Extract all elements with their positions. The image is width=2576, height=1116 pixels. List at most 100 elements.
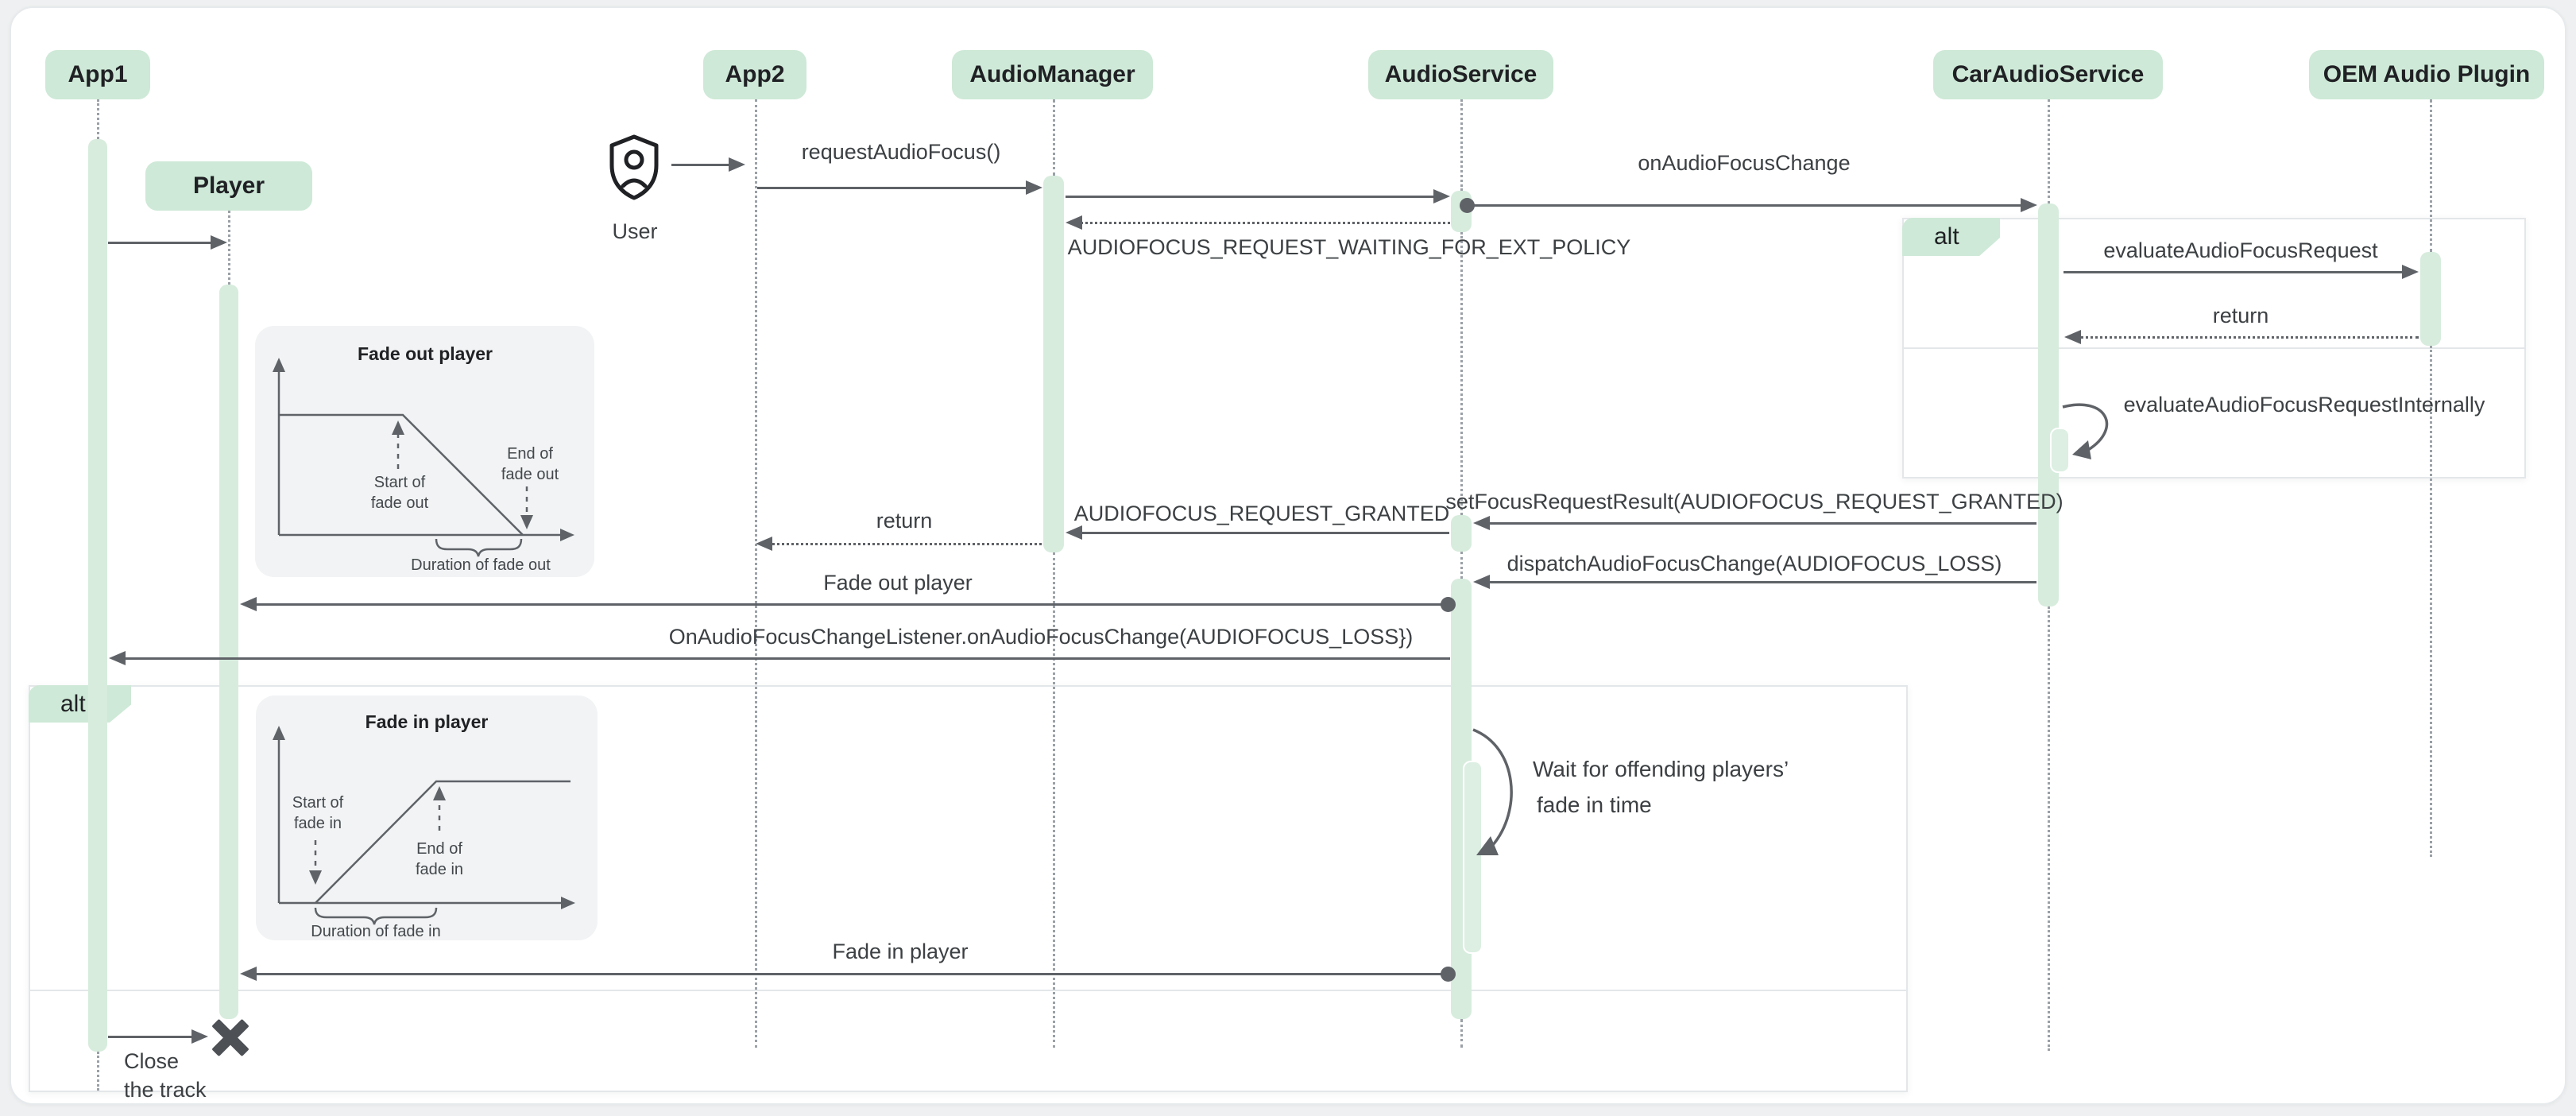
message-label: return bbox=[876, 509, 933, 533]
activation-bar bbox=[2050, 428, 2070, 473]
duration-of-fade-out-label: Duration of fade out bbox=[411, 556, 551, 574]
message-line bbox=[1467, 204, 2026, 207]
alt-divider bbox=[1904, 347, 2524, 349]
arrowhead-left-icon bbox=[1066, 215, 1082, 230]
fade-out-chart bbox=[273, 358, 574, 557]
activation-bar bbox=[219, 285, 238, 1019]
message-line bbox=[1484, 581, 2036, 583]
lifeline-caraudioservice bbox=[2047, 99, 2050, 203]
arrowhead-right-icon bbox=[729, 157, 745, 172]
lifeline-audiomanager bbox=[1052, 552, 1055, 1048]
message-line bbox=[108, 1036, 197, 1038]
message-line bbox=[120, 657, 1450, 660]
lifeline-audiomanager bbox=[1052, 99, 1055, 176]
activation-bar bbox=[1043, 176, 1064, 552]
user-actor bbox=[605, 134, 663, 202]
arrowhead-right-icon bbox=[191, 1029, 208, 1044]
self-call-evaluate-internally-arrow bbox=[2062, 403, 2109, 459]
message-label: AUDIOFOCUS_REQUEST_WAITING_FOR_EXT_POLIC… bbox=[1067, 235, 1631, 259]
message-line bbox=[251, 973, 1448, 975]
lifeline-app2 bbox=[754, 99, 757, 1048]
lifeline-oemaudioplugin bbox=[2429, 346, 2432, 857]
lifeline-app1 bbox=[96, 1052, 99, 1091]
message-label: evaluateAudioFocusRequest bbox=[2103, 238, 2378, 262]
lifeline-caraudioservice bbox=[2047, 606, 2050, 1051]
lifeline-audioservice bbox=[1460, 99, 1463, 191]
arrowhead-right-icon bbox=[211, 235, 227, 250]
arrowhead-right-icon bbox=[1433, 189, 1450, 203]
lifeline-audioservice bbox=[1460, 552, 1463, 579]
message-line bbox=[2064, 271, 2408, 273]
activation-bar bbox=[1451, 515, 1472, 552]
alt-divider bbox=[30, 990, 1906, 991]
message-label: Fade in player bbox=[832, 940, 969, 963]
message-origin-dot-icon bbox=[1460, 198, 1475, 213]
arrowhead-left-icon bbox=[2064, 330, 2081, 344]
participant-audioservice: AudioService bbox=[1368, 50, 1553, 99]
message-line bbox=[251, 603, 1448, 606]
message-line bbox=[1077, 532, 1449, 534]
inset-title: Fade in player bbox=[365, 711, 489, 732]
message-label: OnAudioFocusChangeListener.onAudioFocusC… bbox=[668, 625, 1414, 649]
message-label: setFocusRequestResult(AUDIOFOCUS_REQUEST… bbox=[1445, 490, 2064, 513]
user-shield-icon bbox=[609, 134, 659, 200]
fade-in-chart bbox=[273, 726, 575, 925]
lifeline-audioservice bbox=[1460, 1019, 1463, 1048]
message-label: dispatchAudioFocusChange(AUDIOFOCUS_LOSS… bbox=[1507, 552, 2002, 575]
message-line bbox=[2075, 336, 2419, 339]
text-label: User bbox=[612, 219, 658, 243]
self-call-wait-arrow bbox=[1472, 728, 1513, 855]
arrowhead-left-icon bbox=[109, 651, 126, 665]
activation-bar bbox=[2038, 203, 2059, 606]
arrowhead-left-icon bbox=[1473, 575, 1490, 589]
participant-oemaudioplugin: OEM Audio Plugin bbox=[2309, 50, 2544, 99]
text-label: Close bbox=[124, 1049, 180, 1073]
participant-app1: App1 bbox=[45, 50, 150, 99]
participant-audiomanager: AudioManager bbox=[952, 50, 1153, 99]
message-line bbox=[108, 242, 216, 244]
participant-player: Player bbox=[145, 161, 312, 211]
arrowhead-left-icon bbox=[756, 537, 772, 551]
lifeline-player bbox=[227, 211, 230, 285]
alt-label: alt bbox=[29, 685, 131, 723]
message-line bbox=[1066, 196, 1439, 198]
text-label: the track bbox=[124, 1078, 207, 1102]
text-label: fade in time bbox=[1537, 792, 1652, 817]
lifeline-app1 bbox=[96, 99, 99, 139]
arrowhead-right-icon bbox=[2402, 265, 2419, 279]
arrowhead-right-icon bbox=[1026, 180, 1042, 195]
participant-app2: App2 bbox=[703, 50, 806, 99]
text-label: evaluateAudioFocusRequestInternally bbox=[2123, 393, 2485, 417]
activation-bar bbox=[88, 139, 107, 1052]
message-label: requestAudioFocus() bbox=[801, 140, 1001, 164]
alt-label: alt bbox=[1902, 218, 2000, 256]
message-line bbox=[767, 543, 1042, 545]
participant-caraudioservice: CarAudioService bbox=[1933, 50, 2163, 99]
message-label: onAudioFocusChange bbox=[1638, 151, 1851, 175]
message-line bbox=[1484, 522, 2036, 525]
arrowhead-left-icon bbox=[240, 967, 257, 981]
inset-title: Fade out player bbox=[358, 343, 493, 364]
destroy-x-icon bbox=[207, 1014, 253, 1060]
text-label: Wait for offending players’ bbox=[1533, 757, 1789, 781]
message-origin-dot-icon bbox=[1441, 967, 1456, 982]
activation-bar bbox=[2420, 252, 2441, 346]
lifeline-audioservice bbox=[1460, 232, 1463, 515]
message-origin-dot-icon bbox=[1441, 597, 1456, 612]
arrowhead-left-icon bbox=[240, 597, 257, 611]
arrowhead-right-icon bbox=[2021, 198, 2037, 212]
message-label: Fade out player bbox=[823, 571, 973, 595]
arrowhead-left-icon bbox=[1066, 525, 1082, 540]
duration-of-fade-in-label: Duration of fade in bbox=[311, 923, 441, 940]
message-label: AUDIOFOCUS_REQUEST_GRANTED bbox=[1073, 502, 1450, 525]
lifeline-oemaudioplugin bbox=[2429, 99, 2432, 252]
arrowhead-left-icon bbox=[1473, 516, 1490, 530]
message-line bbox=[1077, 222, 1450, 224]
message-line bbox=[671, 164, 734, 166]
message-label: return bbox=[2212, 304, 2269, 327]
